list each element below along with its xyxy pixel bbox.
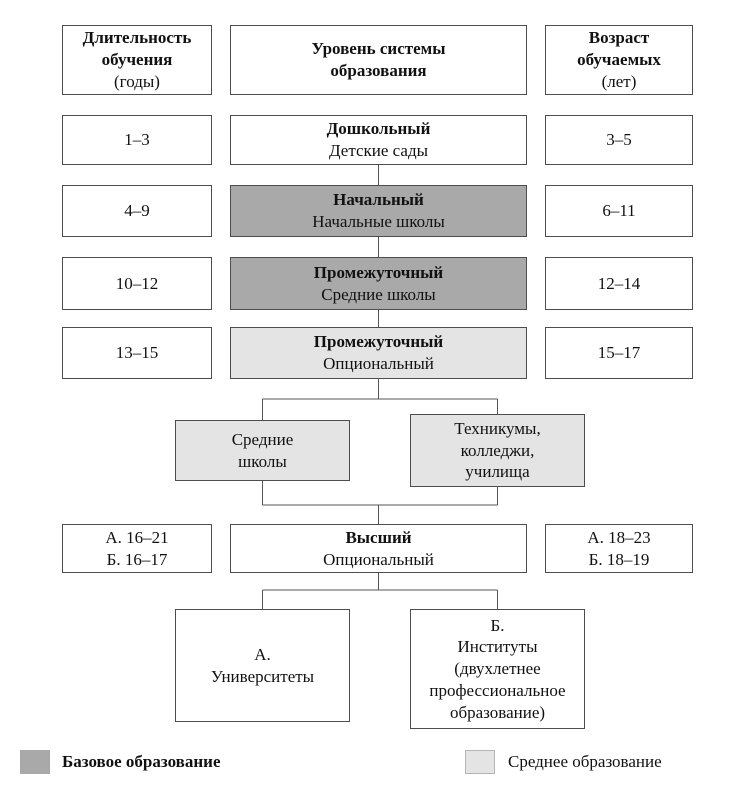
branch-label: Техникумы, колледжи, училища <box>454 418 541 482</box>
level-title: Высший <box>345 527 412 547</box>
duration-cell-higher: А. 16–21 Б. 16–17 <box>62 524 212 573</box>
duration-value: 13–15 <box>115 343 159 363</box>
legend-label-secondary-education: Среднее образование <box>508 752 662 771</box>
branch-label: Б. Институты (двухлетнее профессионально… <box>429 615 566 722</box>
duration-cell-intermediate-optional: 13–15 <box>62 327 212 379</box>
legend-swatch-base-education <box>20 750 50 774</box>
age-value: 15–17 <box>597 343 641 363</box>
age-value: 6–11 <box>602 201 636 221</box>
branch-label: А. Университеты <box>210 644 315 686</box>
branch-secondary-schools: Средние школы <box>175 420 350 481</box>
header-duration-unit: (годы) <box>114 71 160 91</box>
level-subtitle: Опциональный <box>323 354 434 373</box>
level-title: Промежуточный <box>313 332 444 352</box>
header-age-title: Возраст обучаемых <box>577 28 661 70</box>
legend-label-base-education: Базовое образование <box>62 752 221 771</box>
branch-label: Средние школы <box>231 429 294 471</box>
level-box-intermediate: Промежуточный Средние школы <box>230 257 527 310</box>
age-cell-primary: 6–11 <box>545 185 693 237</box>
level-subtitle: Начальные школы <box>312 212 445 231</box>
duration-value: 10–12 <box>115 273 159 293</box>
header-duration: Длительность обучения (годы) <box>62 25 212 95</box>
branch-technikums-colleges: Техникумы, колледжи, училища <box>410 414 585 487</box>
level-box-primary: Начальный Начальные школы <box>230 185 527 237</box>
age-cell-intermediate: 12–14 <box>545 257 693 310</box>
age-cell-preschool: 3–5 <box>545 115 693 165</box>
level-box-higher: Высший Опциональный <box>230 524 527 573</box>
level-title: Начальный <box>333 190 424 210</box>
level-subtitle: Опциональный <box>323 549 434 569</box>
age-cell-intermediate-optional: 15–17 <box>545 327 693 379</box>
header-age-unit: (лет) <box>601 71 637 91</box>
duration-cell-intermediate: 10–12 <box>62 257 212 310</box>
header-level: Уровень системы образования <box>230 25 527 95</box>
age-cell-higher: А. 18–23 Б. 18–19 <box>545 524 693 573</box>
level-subtitle: Средние школы <box>321 284 436 304</box>
duration-value: 4–9 <box>124 201 150 221</box>
age-value: А. 18–23 Б. 18–19 <box>587 527 651 569</box>
level-title: Дошкольный <box>326 119 431 139</box>
duration-cell-primary: 4–9 <box>62 185 212 237</box>
branch-institutes: Б. Институты (двухлетнее профессионально… <box>410 609 585 729</box>
branch-universities: А. Университеты <box>175 609 350 722</box>
duration-value: А. 16–21 Б. 16–17 <box>105 527 169 569</box>
level-box-intermediate-optional: Промежуточный Опциональный <box>230 327 527 379</box>
duration-cell-preschool: 1–3 <box>62 115 212 165</box>
duration-value: 1–3 <box>124 130 150 150</box>
age-value: 12–14 <box>597 273 641 293</box>
level-subtitle: Детские сады <box>328 141 429 160</box>
legend-swatch-secondary-education <box>465 750 495 774</box>
header-duration-title: Длительность обучения <box>82 28 192 70</box>
age-value: 3–5 <box>606 130 632 150</box>
header-age: Возраст обучаемых (лет) <box>545 25 693 95</box>
header-level-title: Уровень системы образования <box>311 39 446 80</box>
level-box-preschool: Дошкольный Детские сады <box>230 115 527 165</box>
level-title: Промежуточный <box>313 262 444 282</box>
